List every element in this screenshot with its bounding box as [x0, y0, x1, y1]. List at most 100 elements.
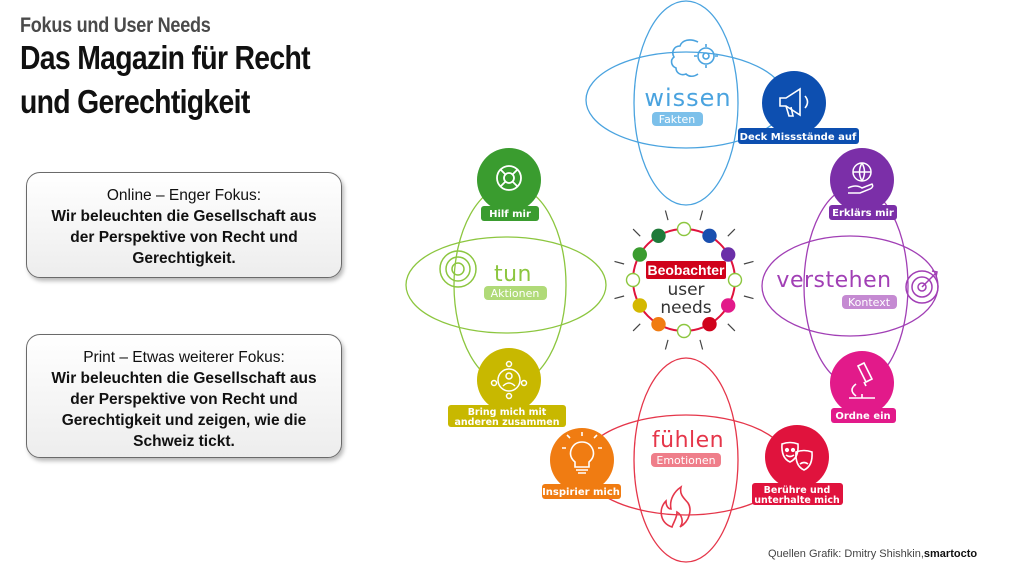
ellipse-wissen-vertical — [633, 0, 739, 206]
focus-box-online: Online – Enger Fokus: Wir beleuchten die… — [26, 172, 342, 278]
ripple-icon — [439, 250, 477, 288]
ellipse-tag-fuehlen: Emotionen — [656, 454, 715, 467]
ring-ray — [727, 228, 736, 237]
source-credit: Quellen Grafik: Dmitry Shishkin,smartoct… — [768, 548, 977, 560]
source-brand: smartocto — [923, 548, 978, 560]
ellipse-word-verstehen: verstehen — [776, 268, 891, 293]
center-ring-dots — [625, 221, 743, 339]
slide-title-line-1: Das Magazin für Recht — [20, 39, 311, 76]
need-label-inspirier: Inspirier mich — [542, 487, 620, 498]
ring-ray — [743, 295, 754, 300]
need-label-beruehre-line-1: Berühre und — [764, 485, 831, 496]
need-circle-inspirier — [550, 428, 614, 492]
need-label-bring-line-1: Bring mich mit — [468, 407, 547, 418]
ring-dot — [632, 298, 647, 313]
need-label-bg-beruehre — [752, 483, 843, 505]
center-ring-rays — [614, 210, 754, 350]
need-bring: Bring mich mit anderen zusammen — [448, 348, 566, 428]
ring-dot — [702, 228, 717, 244]
need-label-deck: Deck Missstände auf — [740, 132, 857, 143]
ellipse-tag-bg-wissen — [652, 112, 703, 126]
globe-hand-icon — [847, 162, 874, 194]
need-label-bg-deck — [738, 128, 859, 144]
ellipse-tun-horizontal — [405, 236, 607, 334]
center-ring — [614, 210, 754, 350]
ring-ray — [632, 228, 641, 237]
ring-dot — [676, 323, 692, 339]
flame-icon — [660, 485, 691, 529]
ring-ray — [664, 210, 669, 221]
focus-box-print-line: der Perspektive von Recht und — [70, 391, 298, 408]
focus-box-online-line: Gerechtigkeit. — [132, 250, 236, 267]
ring-dot — [702, 317, 717, 332]
need-beruehre: Berühre und unterhalte mich — [752, 425, 843, 506]
megaphone-icon — [779, 87, 809, 117]
ring-dot — [651, 317, 666, 332]
need-ordne: Ordne ein — [830, 351, 896, 423]
ring-dot — [651, 228, 666, 244]
focus-box-print-lead: Print – Etwas weiterer Fokus: — [83, 349, 285, 366]
focus-box-online-lead: Online – Enger Fokus: — [106, 187, 262, 204]
focus-box-online-line: Wir beleuchten die Gesellschaft aus — [51, 208, 317, 225]
ring-ray — [743, 260, 754, 265]
need-erklaers: Erklärs mir — [829, 148, 897, 220]
ring-ray — [727, 323, 736, 332]
slide-kicker: Fokus und User Needs — [20, 14, 211, 37]
need-circle-hilf — [477, 148, 541, 212]
focus-box-print-line: Gerechtigkeit und zeigen, wie die — [61, 412, 307, 429]
focus-box-online-body: Wir beleuchten die Gesellschaft aus der … — [35, 206, 333, 269]
ellipse-tag-verstehen: Kontext — [848, 296, 891, 309]
ring-dot — [727, 272, 743, 288]
target-icon — [905, 270, 939, 304]
ring-dot — [721, 247, 736, 262]
slide-title-line-2: und Gerechtigkeit — [20, 83, 250, 120]
need-label-bg-hilf — [481, 206, 539, 221]
ellipse-tag-bg-fuehlen — [651, 453, 721, 467]
slide-title: Das Magazin für Recht und Gerechtigkeit — [20, 36, 311, 124]
need-label-ordne: Ordne ein — [835, 411, 890, 422]
ring-ray — [614, 260, 625, 265]
ring-dot — [632, 247, 647, 262]
ring-ray — [699, 210, 704, 221]
need-circle-beruehre — [765, 425, 829, 489]
need-hilf: Hilf mir — [477, 148, 541, 221]
need-label-bg-erklaers — [829, 205, 897, 220]
need-circle-ordne — [830, 351, 894, 415]
lightbulb-icon — [562, 432, 602, 474]
focus-box-print-body: Wir beleuchten die Gesellschaft aus der … — [35, 368, 333, 452]
people-network-icon — [490, 360, 528, 400]
focus-box-online-line: der Perspektive von Recht und — [70, 229, 298, 246]
microscope-icon — [849, 361, 875, 399]
ellipse-tag-wissen: Fakten — [659, 113, 696, 126]
need-label-beruehre-line-2: unterhalte mich — [754, 495, 840, 506]
focus-box-print-line: Schweiz tickt. — [133, 433, 235, 450]
ellipse-tag-bg-tun — [484, 286, 547, 300]
need-deck: Deck Missstände auf — [738, 71, 859, 144]
ring-ray — [614, 295, 625, 300]
ellipse-fuehlen-vertical — [633, 357, 739, 563]
need-inspirier: Inspirier mich — [542, 428, 621, 499]
ellipse-tag-bg-verstehen — [842, 295, 897, 309]
need-label-bg-inspirier — [542, 484, 621, 499]
ring-ray — [699, 339, 704, 350]
ring-ray — [632, 323, 641, 332]
brain-gear-icon — [670, 39, 718, 78]
need-label-bring-line-2: anderen zusammen — [455, 417, 560, 428]
need-circle-deck — [762, 71, 826, 135]
need-label-hilf: Hilf mir — [489, 209, 531, 220]
ellipse-tag-tun: Aktionen — [491, 287, 540, 300]
need-circle-bring — [477, 348, 541, 412]
center-brand: Beobachter — [647, 262, 725, 278]
need-label-erklaers: Erklärs mir — [832, 208, 894, 219]
theater-masks-icon — [781, 441, 813, 471]
ring-dot — [676, 221, 692, 237]
ring-dot — [721, 298, 736, 313]
ellipse-word-tun: tun — [494, 262, 532, 287]
ring-ray — [664, 339, 669, 350]
focus-box-print-line: Wir beleuchten die Gesellschaft aus — [51, 370, 317, 387]
ellipse-word-fuehlen: fühlen — [652, 428, 724, 453]
source-text: Quellen Grafik: Dmitry Shishkin, — [768, 548, 924, 560]
ellipse-word-wissen: wissen — [644, 84, 731, 112]
